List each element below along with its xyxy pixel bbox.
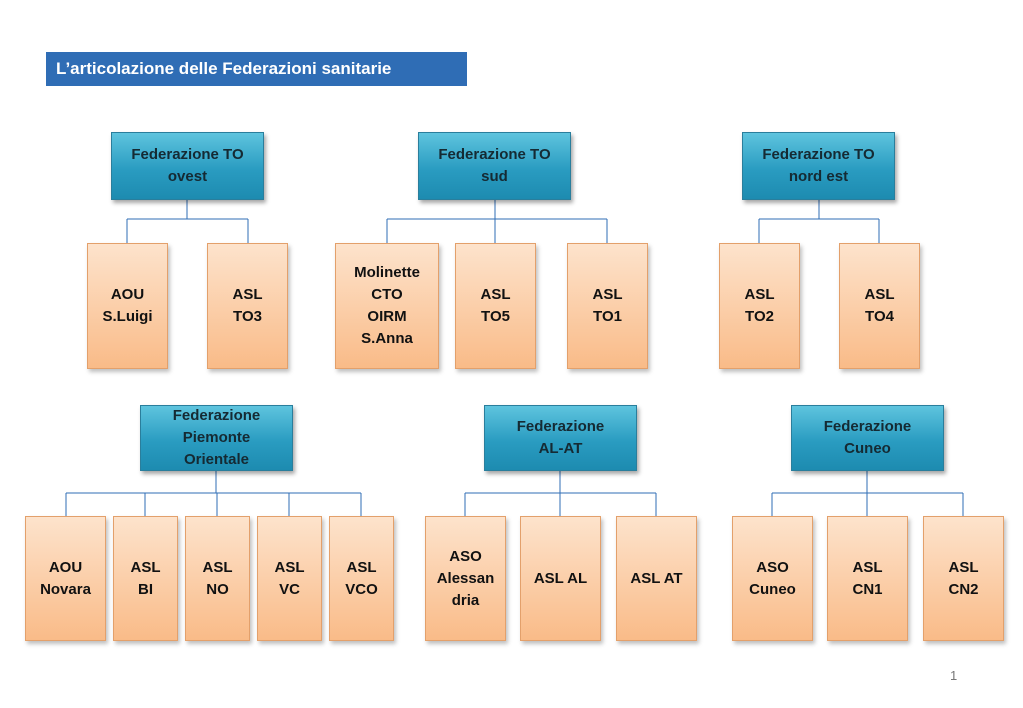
unit-label: ASL AT [630,569,683,587]
unit-label: ASL NO [202,558,233,598]
unit-molinette: Molinette CTO OIRM S.Anna [335,243,439,369]
connector-fed-1 [386,200,608,243]
unit-label: ASL TO3 [232,286,263,325]
unit-label: ASO Cuneo [749,558,796,598]
unit-aso-cuneo: ASO Cuneo [732,516,813,641]
federation-to-sud: Federazione TO sud [418,132,571,200]
unit-label: ASL TO1 [592,286,623,325]
federation-to-nord-est: Federazione TO nord est [742,132,895,200]
federation-label: Federazione TO ovest [131,146,244,185]
connector-fed-0 [126,200,249,243]
connector-fed-4 [464,471,657,516]
unit-label: ASL AL [533,569,588,587]
federation-to-ovest: Federazione TO ovest [111,132,264,200]
federation-label: Federazione Piemonte Orientale [172,407,261,468]
federation-label: Federazione TO sud [438,146,551,185]
unit-asl-to1: ASL TO1 [567,243,648,369]
page-number: 1 [950,668,958,683]
page-title: L’articolazione delle Federazioni sanita… [46,52,467,86]
unit-asl-no: ASL NO [185,516,250,641]
unit-asl-al: ASL AL [520,516,601,641]
unit-asl-to2: ASL TO2 [719,243,800,369]
unit-label: ASL TO5 [480,286,511,325]
unit-label: ASL TO2 [744,286,775,325]
unit-aou-novara: AOU Novara [25,516,106,641]
unit-asl-to4: ASL TO4 [839,243,920,369]
unit-label: ASL CN1 [852,558,883,598]
unit-label: ASL VC [274,558,305,598]
federation-label: Federazione AL-AT [516,418,605,457]
unit-label: ASL BI [130,558,161,598]
connector-fed-2 [758,200,880,243]
unit-aso-alessandria: ASO Alessan dria [425,516,506,641]
unit-asl-bi: ASL BI [113,516,178,641]
connector-fed-3 [65,471,362,516]
unit-label: Molinette CTO OIRM S.Anna [354,264,420,347]
unit-asl-cn2: ASL CN2 [923,516,1004,641]
unit-label: ASL VCO [345,558,378,598]
federation-label: Federazione Cuneo [823,418,912,457]
unit-asl-at: ASL AT [616,516,697,641]
federation-piemonte-orientale: Federazione Piemonte Orientale [140,405,293,471]
unit-asl-cn1: ASL CN1 [827,516,908,641]
unit-asl-to5: ASL TO5 [455,243,536,369]
unit-label: AOU Novara [40,558,91,598]
unit-label: ASL TO4 [864,286,895,325]
unit-label: AOU S.Luigi [102,286,153,325]
unit-label: ASO Alessan dria [436,547,495,609]
unit-asl-vc: ASL VC [257,516,322,641]
federation-label: Federazione TO nord est [762,146,875,185]
federation-al-at: Federazione AL-AT [484,405,637,471]
federation-cuneo: Federazione Cuneo [791,405,944,471]
unit-label: ASL CN2 [948,558,979,598]
unit-aou-sluigi: AOU S.Luigi [87,243,168,369]
unit-asl-to3: ASL TO3 [207,243,288,369]
connector-fed-5 [771,471,964,516]
unit-asl-vco: ASL VCO [329,516,394,641]
